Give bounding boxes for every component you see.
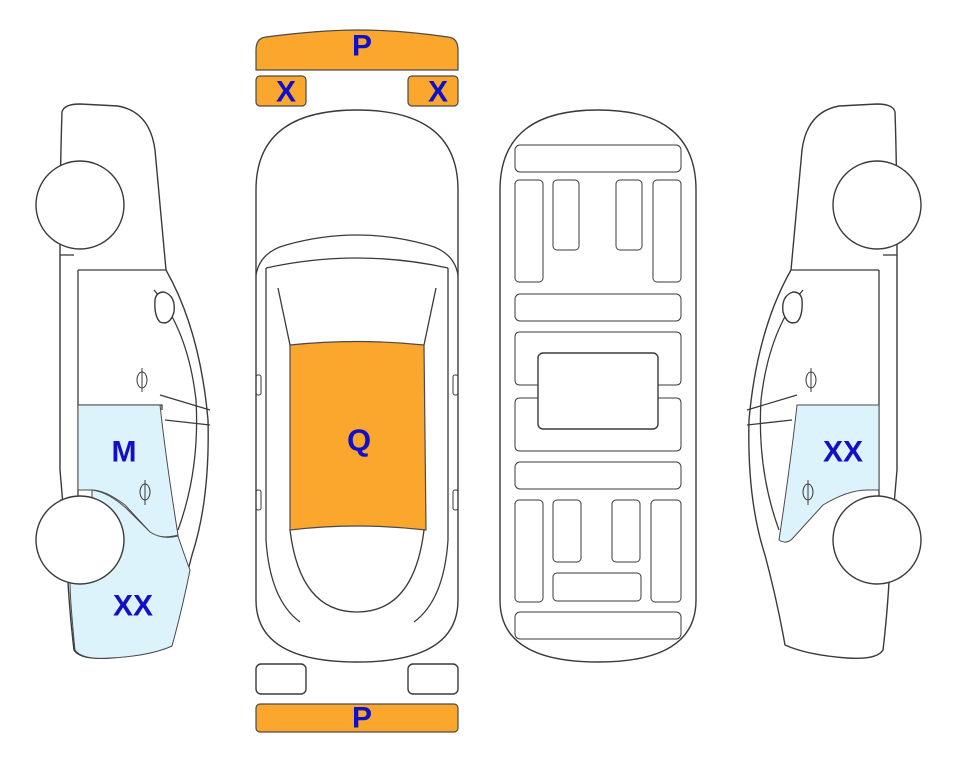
front-left-light [255,75,307,107]
rear-bumper-panel [255,703,459,733]
right-mirror [782,291,803,324]
front-bumper-label: P [352,30,372,63]
right-rear-door-label: XX [823,436,863,469]
right-rear-door-handle [802,480,814,505]
right-side-view [746,103,922,660]
rear-bumper-label: P [352,702,372,735]
left-rear-wheel [35,495,125,585]
roof-label: Q [347,423,371,458]
left-rear-door-label: M [112,436,137,469]
top-view [255,29,459,733]
rear-left-light [255,663,307,695]
right-rear-door-panel [778,404,880,543]
right-front-door-handle [805,368,817,392]
left-side-view [35,103,211,660]
underbody-view [499,109,697,663]
right-front-wheel [832,160,922,250]
front-right-light [407,75,459,107]
left-rear-door-handle [139,480,151,505]
damage-labels: P X X Q P M XX XX [112,30,864,735]
front-right-light-label: X [428,76,448,109]
roof-panel [289,340,427,531]
left-front-door-handle [136,368,148,392]
rear-right-light [407,663,459,695]
front-bumper-panel [255,29,459,71]
front-left-light-label: X [276,76,296,109]
right-rear-wheel [832,495,922,585]
left-rear-quarter-label: XX [113,590,153,623]
left-mirror [154,291,175,324]
left-front-wheel [35,160,125,250]
